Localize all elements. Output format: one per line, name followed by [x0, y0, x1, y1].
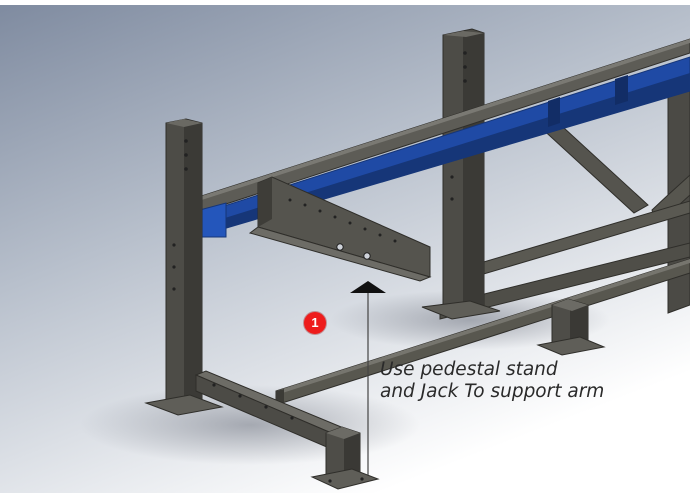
instruction-callout: Use pedestal stand and Jack To support a…: [380, 359, 604, 403]
front-foot-base: [310, 468, 380, 490]
front-foot-top: [326, 427, 360, 439]
front-post-cap: [166, 119, 202, 127]
channel-joint: [615, 75, 628, 105]
center-post-cap: [443, 31, 484, 37]
instruction-line-1: Use pedestal stand: [380, 359, 558, 380]
front-post-shade: [184, 121, 202, 409]
support-arm: [248, 176, 432, 282]
jack-arrow-icon: [350, 281, 386, 293]
center-post-base-plate: [421, 300, 501, 320]
top-rail-highlight: [186, 39, 690, 205]
floor-shadow: [330, 290, 610, 350]
frame-assembly-drawing: [0, 5, 690, 493]
jack-indicator: [350, 281, 386, 475]
blue-channel-shade: [196, 73, 690, 237]
cad-viewport: 1 Use pedestal stand and Jack To support…: [0, 5, 690, 493]
top-beam: [185, 38, 690, 238]
pedestal-top: [552, 299, 588, 311]
center-post: [421, 28, 501, 320]
center-post-shade: [463, 31, 484, 309]
front-post: [144, 118, 224, 416]
instruction-line-2: and Jack To support arm: [380, 381, 605, 402]
arm-end: [258, 177, 272, 227]
pedestal-base: [536, 336, 606, 356]
front-post-base-plate: [144, 394, 224, 416]
step-number-badge: 1: [304, 312, 326, 334]
front-foot: [310, 426, 380, 490]
front-long-rail-highlight: [276, 259, 690, 395]
pedestal-stand: [536, 298, 606, 356]
channel-joint: [548, 97, 560, 127]
arm-bottom-flange: [248, 226, 432, 282]
